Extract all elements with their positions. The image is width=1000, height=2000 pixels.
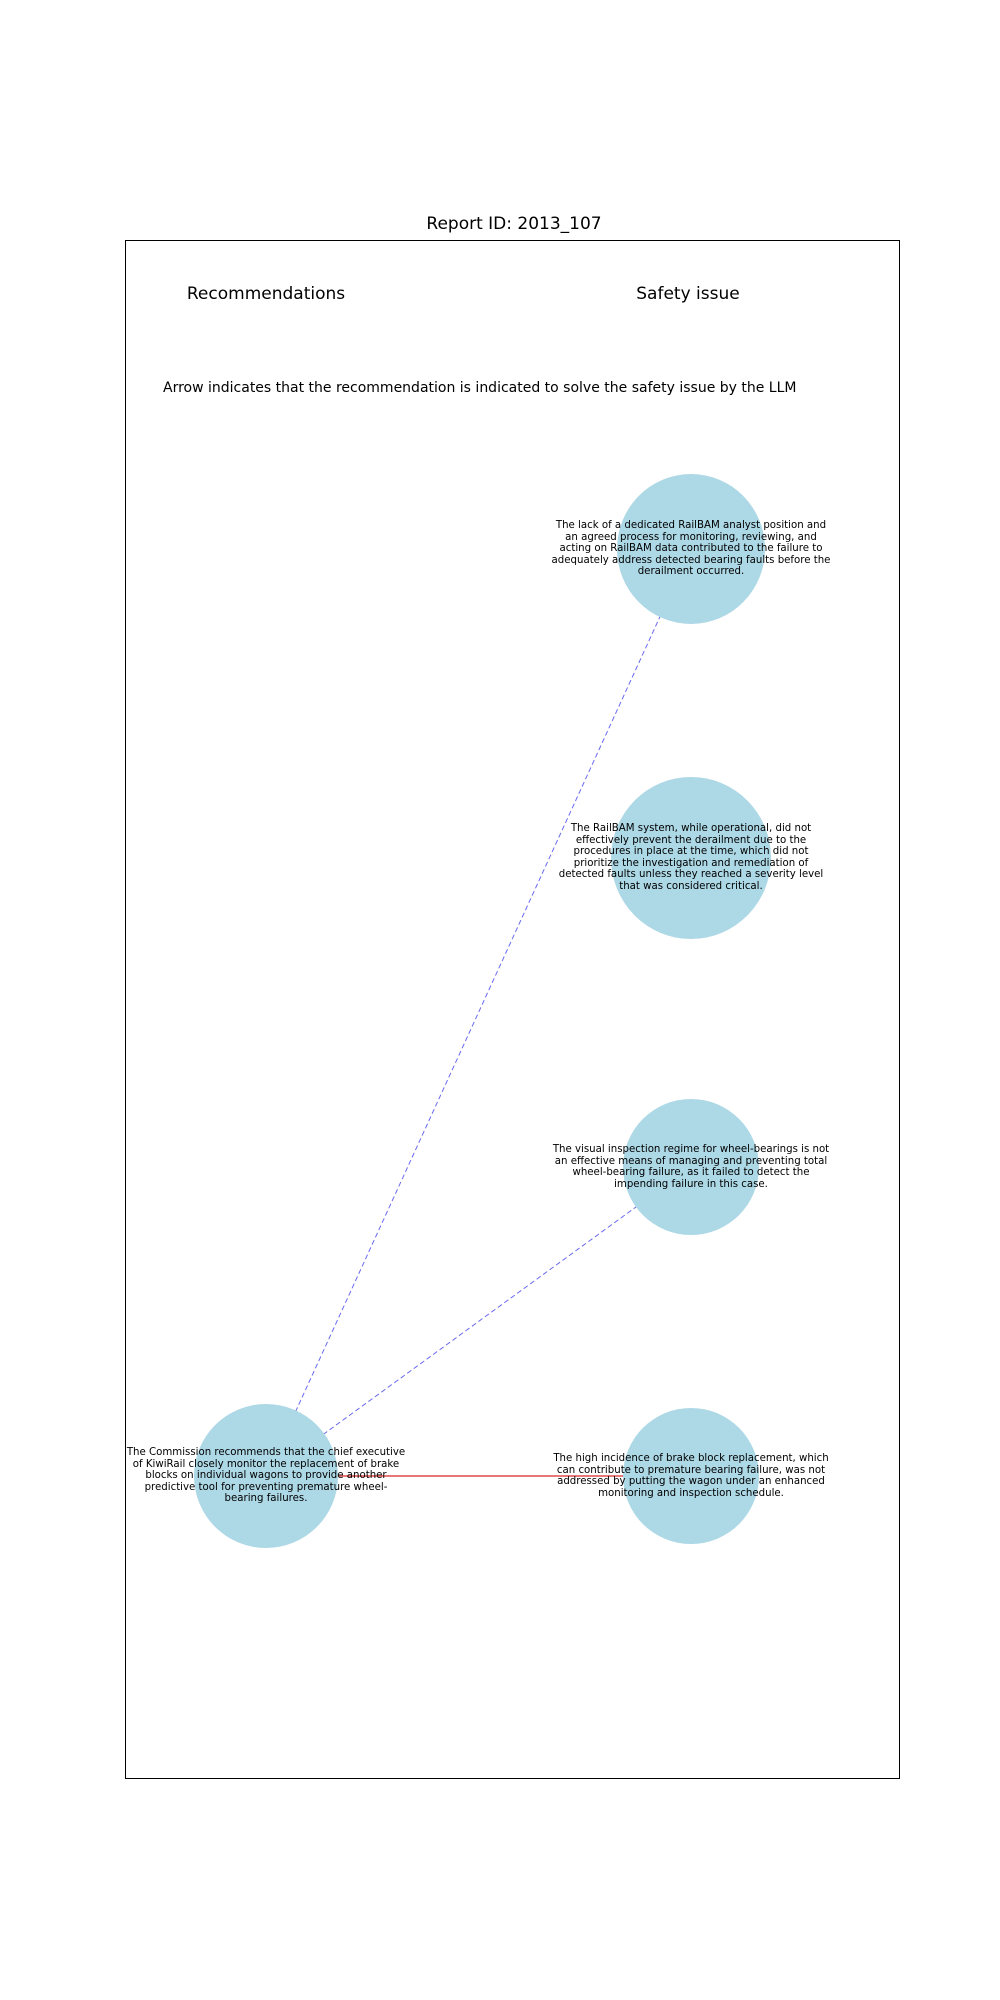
safety-issue-heading: Safety issue (636, 284, 740, 304)
link-rec0-issue0 (294, 614, 662, 1413)
safety-issue-label-0: The lack of a dedicated RailBAM analyst … (551, 520, 831, 578)
safety-issue-node-1[interactable] (611, 777, 771, 939)
link-rec0-issue2 (322, 1205, 638, 1435)
safety-issue-label-3: The high incidence of brake block replac… (553, 1453, 829, 1499)
nodes-layer (194, 474, 771, 1548)
safety-issue-node-2[interactable] (623, 1099, 759, 1235)
legend-note: Arrow indicates that the recommendation … (163, 380, 797, 396)
diagram-frame (125, 240, 900, 1779)
recommendation-node-0[interactable] (194, 1404, 338, 1548)
safety-issue-node-3[interactable] (623, 1408, 759, 1544)
recommendation-label-0: The Commission recommends that the chief… (126, 1447, 406, 1505)
safety-issue-label-2: The visual inspection regime for wheel-b… (552, 1144, 830, 1190)
safety-issue-node-0[interactable] (617, 474, 765, 624)
recommendations-heading: Recommendations (186, 284, 346, 304)
report-title: Report ID: 2013_107 (426, 214, 602, 234)
safety-issue-label-1: The RailBAM system, while operational, d… (558, 823, 824, 892)
links-layer (294, 614, 662, 1477)
